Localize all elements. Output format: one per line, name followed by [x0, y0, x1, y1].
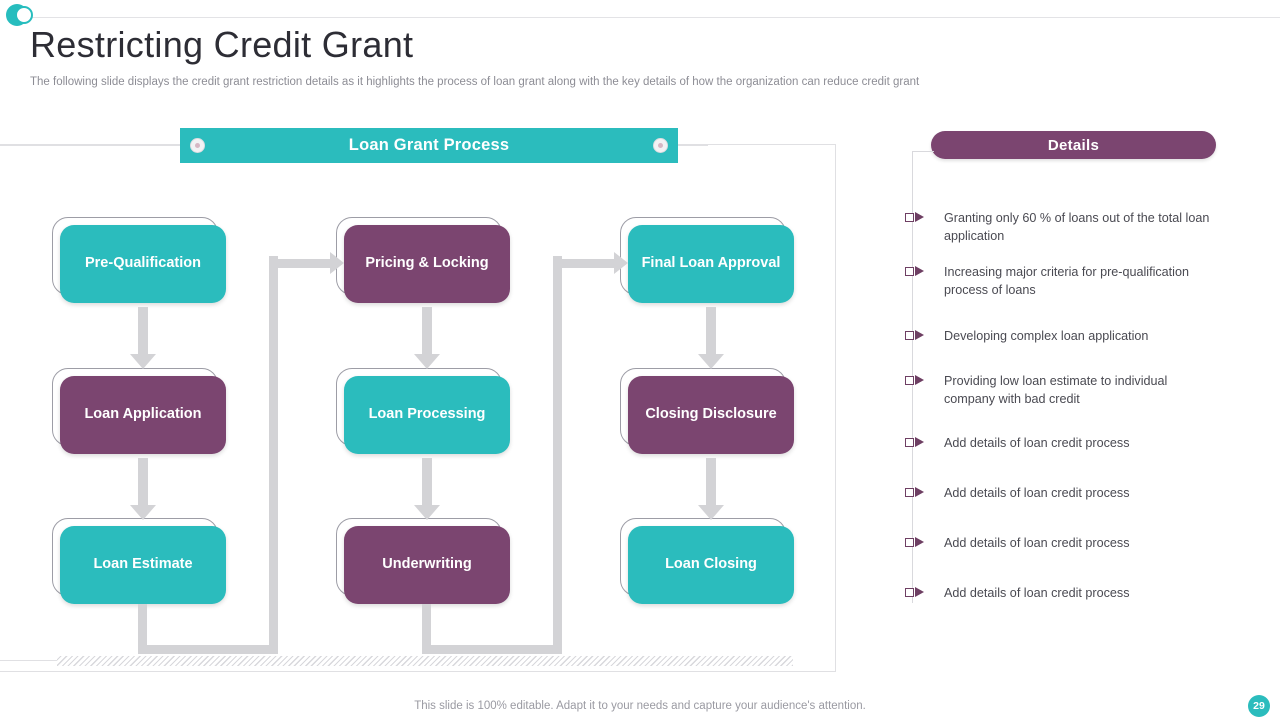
node-body: Pricing & Locking [344, 225, 510, 303]
node-body: Pre-Qualification [60, 225, 226, 303]
detail-item-text: Developing complex loan application [944, 329, 1149, 343]
square-triangle-bullet-icon [905, 537, 929, 548]
arrow-final-loan-approval-to-closing-disclosure [698, 307, 724, 369]
arrow-pricing-locking-to-loan-processing [414, 307, 440, 369]
node-label: Loan Closing [665, 556, 757, 573]
banner-label: Loan Grant Process [348, 136, 510, 154]
flow-node-pricing-locking[interactable]: Pricing & Locking [336, 217, 510, 303]
hatched-base-strip [57, 656, 793, 666]
node-body: Loan Processing [344, 376, 510, 454]
node-label: Pre-Qualification [84, 255, 202, 272]
flow-node-loan-closing[interactable]: Loan Closing [620, 518, 794, 604]
banner-lead-right [668, 145, 708, 146]
hatch-lead-line [0, 660, 57, 661]
arrow-loan-application-to-loan-estimate [130, 458, 156, 520]
detail-item-text: Increasing major criteria for pre-qualif… [944, 265, 1189, 298]
flow-node-underwriting[interactable]: Underwriting [336, 518, 510, 604]
page-title: Restricting Credit Grant [30, 24, 414, 65]
banner-dot-left-icon [190, 138, 205, 153]
detail-item-text: Granting only 60 % of loans out of the t… [944, 211, 1210, 244]
node-body: Loan Application [60, 376, 226, 454]
detail-item-text: Add details of loan credit process [944, 536, 1130, 550]
flow-node-loan-application[interactable]: Loan Application [52, 368, 226, 454]
node-body: Closing Disclosure [628, 376, 794, 454]
details-bracket-line [912, 151, 934, 152]
node-body: Loan Estimate [60, 526, 226, 604]
detail-item-text: Providing low loan estimate to individua… [944, 374, 1168, 407]
node-label: Loan Application [84, 406, 202, 423]
top-divider [28, 17, 1280, 18]
square-triangle-bullet-icon [905, 487, 929, 498]
arrow-closing-disclosure-to-loan-closing [698, 458, 724, 520]
banner-dot-right-icon [653, 138, 668, 153]
arrow-loan-processing-to-underwriting [414, 458, 440, 520]
detail-item-text: Add details of loan credit process [944, 486, 1130, 500]
loan-grant-process-banner: Loan Grant Process [180, 128, 678, 163]
flow-node-loan-processing[interactable]: Loan Processing [336, 368, 510, 454]
square-triangle-bullet-icon [905, 330, 929, 341]
arrow-pre-qualification-to-loan-application [130, 307, 156, 369]
node-label: Final Loan Approval [641, 255, 781, 272]
node-label: Pricing & Locking [365, 255, 489, 272]
detail-item-text: Add details of loan credit process [944, 436, 1130, 450]
flow-node-final-loan-approval[interactable]: Final Loan Approval [620, 217, 794, 303]
node-label: Closing Disclosure [645, 406, 777, 423]
square-triangle-bullet-icon [905, 266, 929, 277]
node-label: Loan Estimate [93, 556, 193, 573]
details-heading-label: Details [1047, 136, 1100, 154]
flow-node-pre-qualification[interactable]: Pre-Qualification [52, 217, 226, 303]
node-body: Underwriting [344, 526, 510, 604]
square-triangle-bullet-icon [905, 437, 929, 448]
flow-node-loan-estimate[interactable]: Loan Estimate [52, 518, 226, 604]
node-body: Final Loan Approval [628, 225, 794, 303]
square-triangle-bullet-icon [905, 212, 929, 223]
detail-item-text: Add details of loan credit process [944, 586, 1130, 600]
page-subtitle: The following slide displays the credit … [30, 76, 920, 88]
half-circle-logo-icon [6, 4, 33, 30]
square-triangle-bullet-icon [905, 587, 929, 598]
node-body: Loan Closing [628, 526, 794, 604]
footer-note: This slide is 100% editable. Adapt it to… [414, 700, 866, 712]
details-heading-pill: Details [931, 131, 1216, 159]
node-label: Underwriting [382, 556, 472, 573]
flow-node-closing-disclosure[interactable]: Closing Disclosure [620, 368, 794, 454]
page-number-badge: 29 [1248, 695, 1270, 717]
node-label: Loan Processing [368, 406, 486, 423]
square-triangle-bullet-icon [905, 375, 929, 386]
banner-lead-left [0, 145, 190, 146]
